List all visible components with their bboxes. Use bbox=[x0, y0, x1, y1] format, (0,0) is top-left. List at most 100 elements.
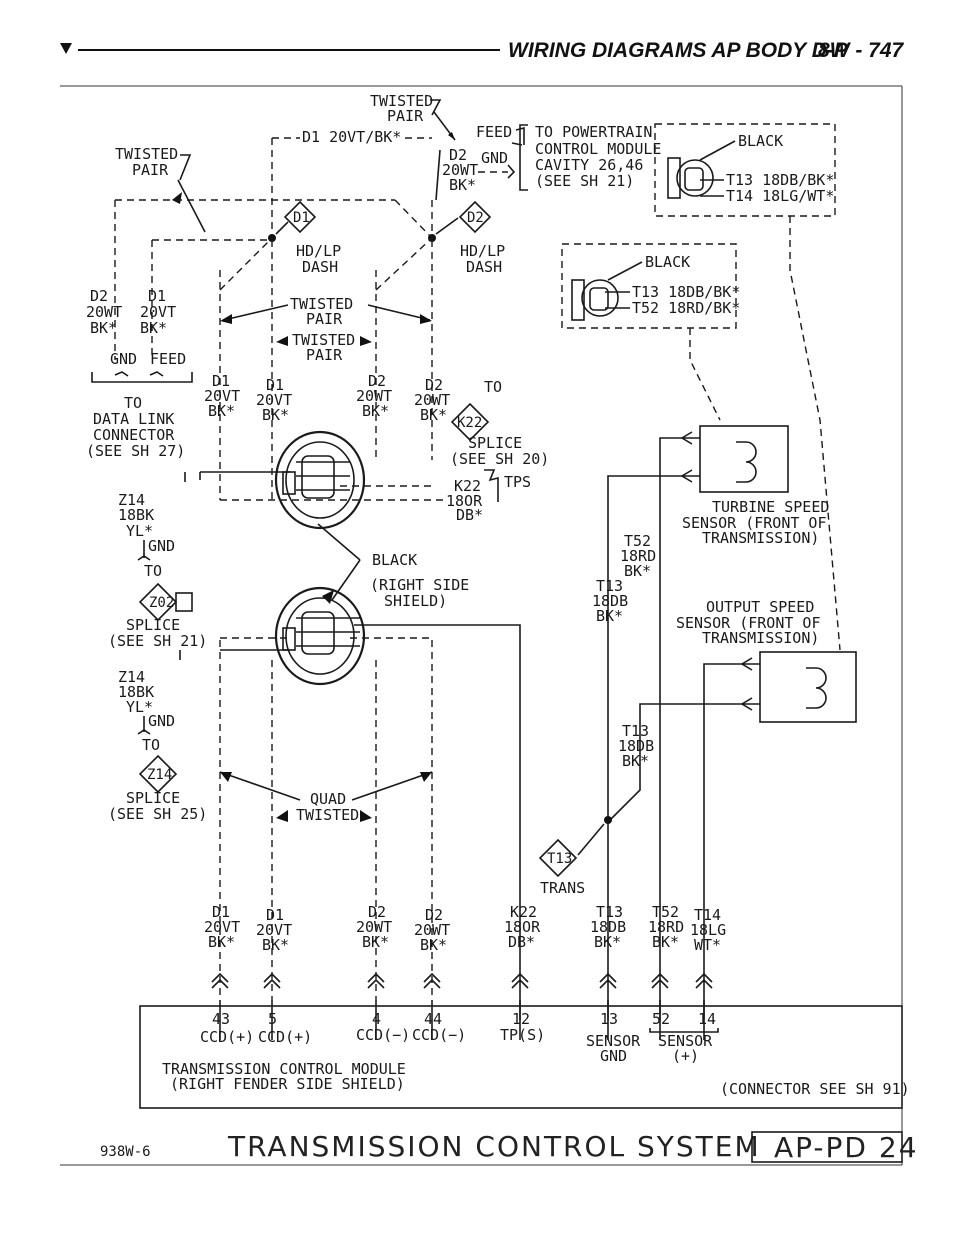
label-output-1: OUTPUT SPEED bbox=[706, 598, 814, 616]
label-m-20vta: 20VT bbox=[204, 387, 240, 405]
turbine-sensor-terminals bbox=[680, 431, 693, 483]
label-pin-4: 4 bbox=[372, 1010, 381, 1028]
wire-t13-output bbox=[609, 703, 760, 821]
leader-twisted-top bbox=[430, 99, 442, 116]
label-see-21: (SEE SH 21) bbox=[108, 632, 207, 650]
label-turbine-1: TURBINE SPEED bbox=[712, 498, 829, 516]
label-yl: YL* bbox=[126, 522, 153, 540]
label-b-d1a: D1 bbox=[212, 903, 230, 921]
label-twisted-q: TWISTED bbox=[296, 806, 359, 824]
label-splice-20: SPLICE bbox=[468, 434, 522, 452]
label-output-3: TRANSMISSION) bbox=[702, 629, 819, 647]
dash-diag-mid-2 bbox=[375, 237, 433, 291]
leader-d2-tag bbox=[435, 217, 459, 235]
header-title: WIRING DIAGRAMS AP BODY D-P bbox=[508, 39, 849, 62]
label-pair-mid-2: PAIR bbox=[306, 346, 343, 364]
splice-d2-diamond-icon bbox=[458, 200, 492, 234]
arrow-quad-3 bbox=[276, 810, 288, 822]
label-sensor-plus-1: SENSOR bbox=[658, 1032, 713, 1050]
output-sensor-coil bbox=[806, 667, 827, 709]
turbine-sensor-coil bbox=[736, 441, 757, 483]
label-quad: QUAD bbox=[310, 790, 346, 808]
label-t52-bk: T52 18RD/BK* bbox=[632, 299, 740, 317]
terminal-chevrons bbox=[211, 972, 713, 989]
label-pair-top: PAIR bbox=[387, 107, 424, 125]
label-see-27: (SEE SH 27) bbox=[86, 442, 185, 460]
label-pcm-3: CAVITY 26,46 bbox=[535, 156, 643, 174]
label-t52: T52 bbox=[624, 532, 651, 550]
label-bk-t52: BK* bbox=[624, 562, 651, 580]
label-m-bkd: BK* bbox=[420, 406, 447, 424]
label-pcm-4: (SEE SH 21) bbox=[535, 172, 634, 190]
splice-d1-diamond-icon bbox=[283, 200, 317, 234]
label-t13: T13 bbox=[596, 577, 623, 595]
label-b-bkf: BK* bbox=[652, 933, 679, 951]
label-to-1: TO bbox=[144, 562, 162, 580]
inline-connector-1-pins bbox=[296, 461, 350, 491]
label-m-20wtb: 20WT bbox=[414, 391, 450, 409]
label-m-bka: BK* bbox=[208, 402, 235, 420]
splice-t13-dot bbox=[604, 816, 612, 824]
label-20wt-left: 20WT bbox=[86, 303, 122, 321]
label-m-d2b: D2 bbox=[425, 376, 443, 394]
label-18or: 18OR bbox=[446, 492, 483, 510]
arrow-twisted-mid2-r bbox=[360, 336, 372, 346]
label-m-bkc: BK* bbox=[362, 402, 389, 420]
connector-black-1-outline bbox=[654, 123, 836, 217]
label-black-1: BLACK bbox=[738, 132, 783, 150]
label-t13-bk-1: T13 18DB/BK* bbox=[726, 171, 834, 189]
leader-black-3-bot bbox=[331, 559, 361, 601]
label-splice-25: SPLICE bbox=[126, 789, 180, 807]
inline-connector-2-shell bbox=[274, 586, 366, 686]
inline-connector-2-inner bbox=[285, 597, 355, 675]
footer-page-label: AP-PD 24 bbox=[774, 1131, 919, 1164]
label-d2-left: D2 bbox=[90, 287, 108, 305]
inline-connector-2-pins bbox=[296, 617, 360, 647]
label-pin-52: 52 bbox=[652, 1010, 670, 1028]
leader-d1-tag bbox=[275, 221, 289, 235]
label-connector-dl: CONNECTOR bbox=[93, 426, 175, 444]
leader-quad-2 bbox=[351, 771, 433, 801]
wires-to-tcm bbox=[219, 1000, 705, 1040]
label-b-t52: T52 bbox=[652, 903, 679, 921]
label-b-18db: 18DB bbox=[590, 918, 626, 936]
arrow-twisted-top bbox=[448, 132, 455, 140]
label-turbine-2: SENSOR (FRONT OF bbox=[682, 514, 827, 532]
label-18rd: 18RD bbox=[620, 547, 656, 565]
label-tps-s: TP(S) bbox=[500, 1026, 545, 1044]
label-turbine-3: TRANSMISSION) bbox=[702, 529, 819, 547]
label-m-20wta: 20WT bbox=[356, 387, 392, 405]
arrow-black-3 bbox=[322, 590, 334, 604]
label-t13b: T13 bbox=[622, 722, 649, 740]
label-m-20vtb: 20VT bbox=[256, 391, 292, 409]
label-pin-44: 44 bbox=[424, 1010, 442, 1028]
arrow-twisted-left bbox=[172, 192, 182, 204]
label-b-18lg: 18LG bbox=[690, 921, 726, 939]
label-trans: TRANS bbox=[540, 879, 585, 897]
label-splice-21: SPLICE bbox=[126, 616, 180, 634]
label-hdlp-1: HD/LP bbox=[296, 242, 341, 260]
connector-black-2-core bbox=[589, 287, 609, 311]
connector-black-2-shell bbox=[581, 279, 619, 317]
footer-title: TRANSMISSION CONTROL SYSTEM bbox=[227, 1130, 761, 1163]
label-bk-top: BK* bbox=[449, 176, 476, 194]
label-sensor-plus-2: (+) bbox=[672, 1047, 699, 1065]
output-sensor-terminals bbox=[740, 657, 753, 711]
label-ccd-plus-2: CCD(+) bbox=[258, 1028, 312, 1046]
label-to-2: TO bbox=[142, 736, 160, 754]
connector-black-1-pins bbox=[700, 179, 724, 197]
gnd-symbol-1 bbox=[137, 555, 151, 561]
label-z02-tag: Z02 bbox=[149, 595, 174, 611]
label-shield: SHIELD) bbox=[384, 592, 447, 610]
dash-run-t13-t14 bbox=[789, 216, 841, 651]
label-d1-20vt-bk: D1 20VT/BK* bbox=[302, 128, 401, 146]
label-to-k22: TO bbox=[484, 378, 502, 396]
label-d2-tag: D2 bbox=[467, 210, 484, 226]
label-18bk-b: 18BK bbox=[118, 683, 154, 701]
label-connector-see: (CONNECTOR SEE SH 91) bbox=[720, 1080, 910, 1098]
dash-diag-d2 bbox=[394, 199, 433, 239]
label-b-d1b: D1 bbox=[266, 906, 284, 924]
label-18db: 18DB bbox=[592, 592, 628, 610]
leader-twisted-left bbox=[179, 154, 192, 181]
label-dash-1: DASH bbox=[302, 258, 338, 276]
